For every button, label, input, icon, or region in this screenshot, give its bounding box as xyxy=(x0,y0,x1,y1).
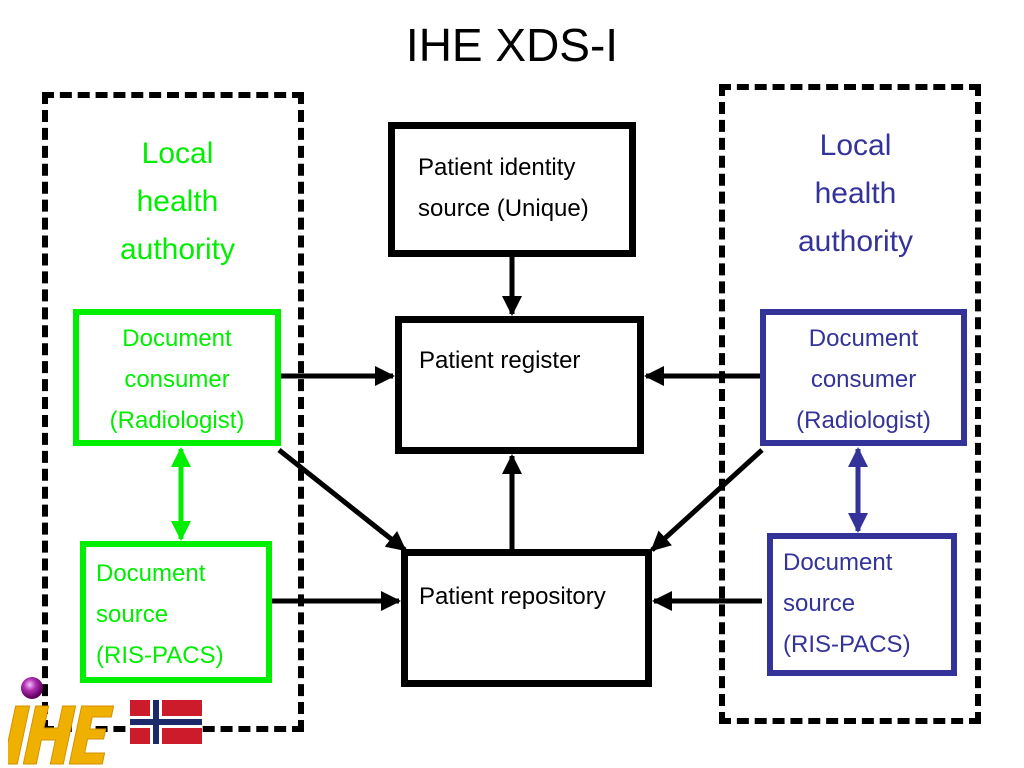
left-document-consumer-box: Document consumer (Radiologist) xyxy=(73,309,281,446)
left-consumer-line-3: (Radiologist) xyxy=(109,407,245,434)
left-region-title-line-1: Local xyxy=(141,137,214,170)
arrow-left-consumer-to-repository xyxy=(277,448,407,552)
right-region-title-line-1: Local xyxy=(819,129,892,162)
right-health-authority-region xyxy=(719,84,981,724)
left-source-line-3: (RIS-PACS) xyxy=(96,642,224,669)
right-region-title-line-3: authority xyxy=(797,225,914,258)
ihe-logo xyxy=(8,677,115,765)
left-region-title: Local health authority xyxy=(90,130,265,274)
patient-register-label: Patient register xyxy=(419,347,581,374)
logo-letter-e-icon xyxy=(68,705,115,765)
right-consumer-line-2: consumer xyxy=(810,366,917,393)
patient-identity-source-box: Patient identity source (Unique) xyxy=(388,122,636,257)
left-region-title-line-3: authority xyxy=(119,233,236,266)
left-consumer-line-2: consumer xyxy=(124,366,230,393)
arrow-right-consumer-to-repository xyxy=(650,448,764,552)
right-document-consumer-box: Document consumer (Radiologist) xyxy=(760,309,967,446)
page-title: IHE XDS-I xyxy=(405,19,619,71)
right-consumer-line-3: (Radiologist) xyxy=(796,407,931,434)
right-region-title-line-2: health xyxy=(814,177,897,210)
identity-source-line-2: source (Unique) xyxy=(418,195,589,222)
right-source-line-3: (RIS-PACS) xyxy=(783,631,911,658)
left-document-source-box: Document source (RIS-PACS) xyxy=(80,541,272,683)
logo-ball-icon xyxy=(21,677,43,699)
right-source-line-2: source xyxy=(783,590,856,617)
identity-source-line-1: Patient identity xyxy=(418,154,576,181)
patient-repository-box: Patient repository xyxy=(401,549,652,687)
patient-repository-label: Patient repository xyxy=(419,583,606,610)
norway-flag-icon xyxy=(130,700,202,744)
logo-letter-i-icon xyxy=(8,705,31,765)
right-document-source-box: Document source (RIS-PACS) xyxy=(767,533,957,676)
left-source-line-1: Document xyxy=(96,560,206,587)
left-source-line-2: source xyxy=(96,601,169,628)
right-source-line-1: Document xyxy=(783,549,893,576)
patient-register-box: Patient register xyxy=(395,316,644,454)
logo-letter-h-icon xyxy=(22,705,77,765)
left-consumer-line-1: Document xyxy=(122,325,232,352)
left-region-title-line-2: health xyxy=(136,185,219,218)
right-consumer-line-1: Document xyxy=(808,325,919,352)
right-region-title: Local health authority xyxy=(768,122,943,266)
